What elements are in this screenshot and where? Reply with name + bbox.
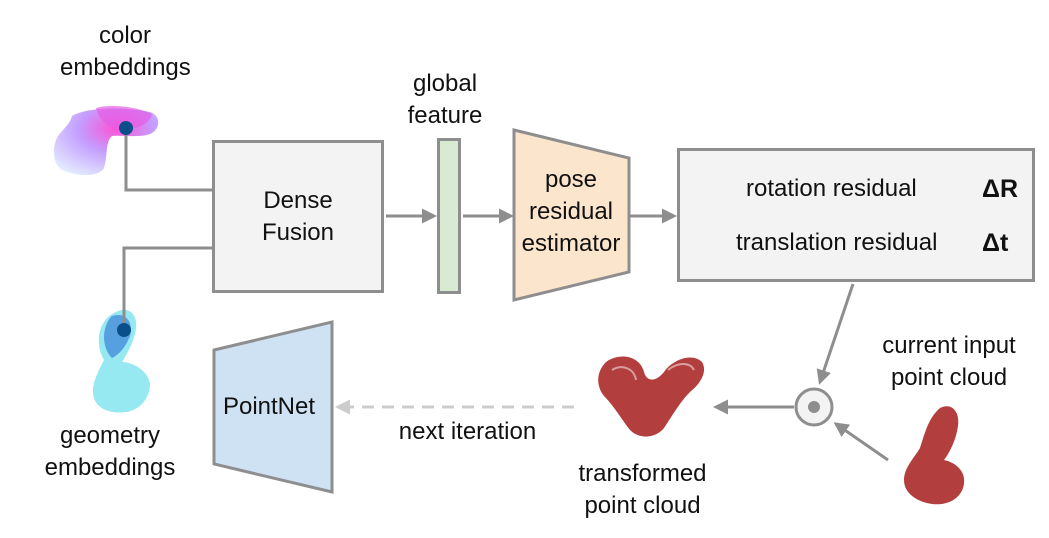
pointnet-shape bbox=[212, 320, 334, 494]
combine-operator bbox=[794, 387, 834, 427]
transformed-point-cloud-label: transformed point cloud bbox=[578, 460, 707, 519]
geometry-to-fusion-line bbox=[122, 246, 212, 330]
geometry-joint-dot bbox=[117, 323, 131, 337]
current-input-point-cloud-label: current input point cloud bbox=[882, 332, 1016, 391]
translation-symbol: Δt bbox=[982, 229, 1009, 257]
input-to-combine-arrow bbox=[833, 422, 889, 462]
pose-residual-estimator-shape bbox=[512, 128, 631, 302]
global-feature-bar bbox=[437, 138, 461, 294]
rotation-symbol: ΔR bbox=[982, 175, 1019, 203]
global-feature-label: global feature bbox=[407, 70, 483, 129]
color-embeddings-image bbox=[53, 106, 159, 176]
color-to-fusion-line bbox=[124, 128, 212, 192]
dense-fusion-label-line2: Fusion bbox=[261, 218, 335, 246]
current-input-point-cloud-image bbox=[904, 406, 965, 505]
translation-residual-label: translation residual bbox=[736, 229, 938, 256]
next-iteration-label: next iteration bbox=[398, 418, 537, 445]
pose-residual-estimator-label: pose residual estimator bbox=[521, 166, 621, 257]
color-embeddings-label: color embeddings bbox=[60, 22, 191, 81]
pointnet-label: PointNet bbox=[222, 393, 316, 420]
dense-fusion-box: Dense Fusion bbox=[212, 140, 384, 293]
dense-fusion-label-line1: Dense bbox=[263, 186, 333, 214]
output-to-combine-arrow bbox=[816, 283, 855, 385]
pose-residual-output-box: rotation residual ΔR translation residua… bbox=[677, 148, 1035, 282]
geometry-embeddings-label: geometry embeddings bbox=[44, 422, 176, 481]
transformed-point-cloud-image bbox=[598, 356, 705, 437]
rotation-residual-label: rotation residual bbox=[746, 175, 917, 202]
color-joint-dot bbox=[119, 121, 133, 135]
